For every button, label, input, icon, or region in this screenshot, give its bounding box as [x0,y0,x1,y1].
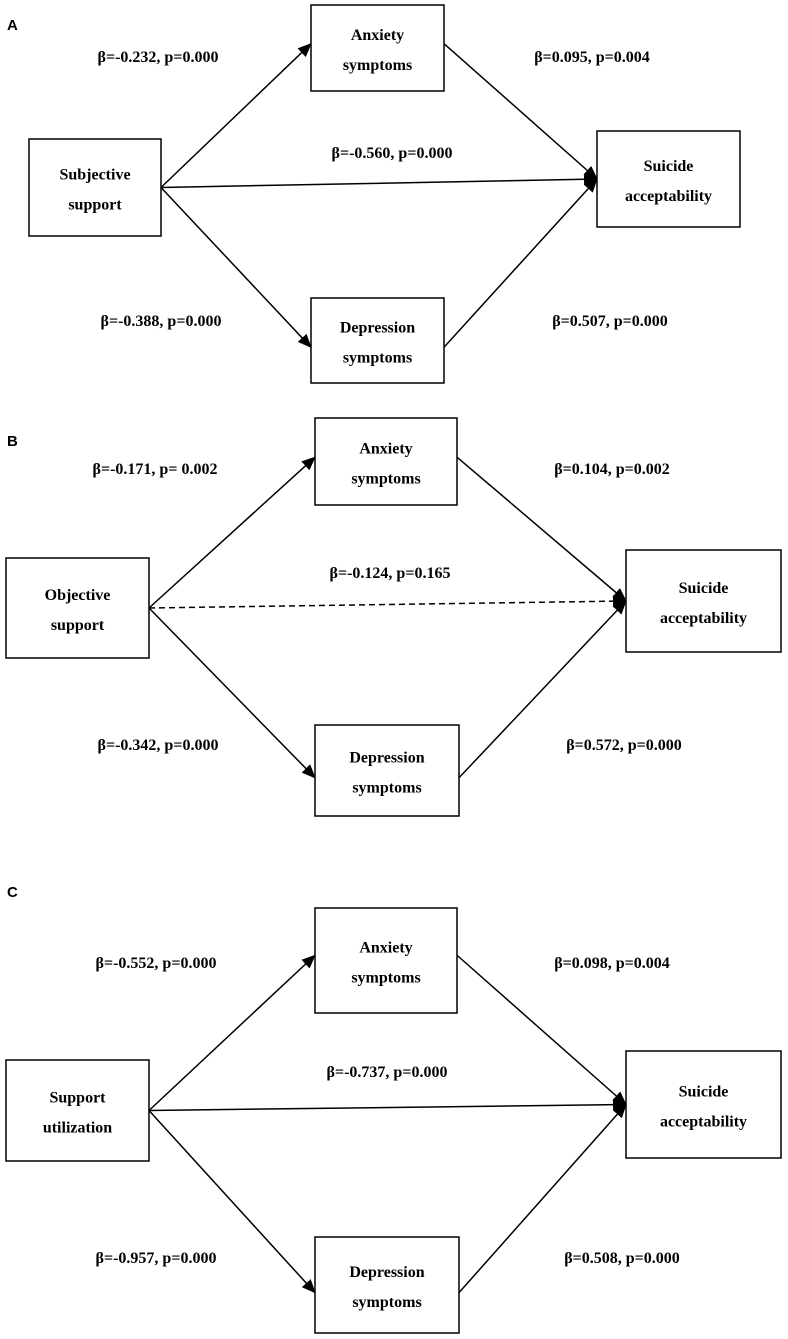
node-depression: Depression symptoms [314,724,460,817]
node-label-line2: symptoms [351,471,420,488]
arrow-predictor-to-outcome [148,595,627,609]
node-label-line1: Suicide [679,580,729,597]
coef-depression-to-outcome: β=0.572, p=0.000 [566,737,682,754]
node-label-line2: symptoms [343,57,412,74]
node-box [310,4,445,92]
node-label-line2: acceptability [660,1114,747,1131]
node-box [625,1050,782,1159]
coef-predictor-to-anxiety: β=-0.552, p=0.000 [96,955,217,972]
node-predictor: Objective support [5,557,150,659]
panel-label: A [7,17,18,34]
arrow-depression-to-outcome [458,600,627,779]
node-label-line1: Anxiety [359,940,412,957]
arrow-predictor-to-depression [148,1109,316,1294]
arrow-predictor-to-depression [160,186,312,349]
node-label-line1: Suicide [679,1084,729,1101]
panel-a: ASubjectivesupportAnxietysymptomsDepress… [7,4,741,384]
node-box [314,417,458,506]
coef-anxiety-to-outcome: β=0.098, p=0.004 [554,955,670,972]
panel-label: B [7,433,18,450]
node-predictor: Subjective support [28,138,162,237]
node-label-line2: acceptability [625,188,712,205]
node-label-line2: symptoms [351,970,420,987]
node-box [596,130,741,228]
node-box [314,724,460,817]
arrow-depression-to-outcome [458,1103,627,1294]
node-box [314,1236,460,1334]
node-box [28,138,162,237]
panel-label: C [7,884,18,901]
arrow-predictor-to-depression [148,607,316,779]
node-outcome: Suicide acceptability [625,1050,782,1159]
coef-anxiety-to-outcome: β=0.095, p=0.004 [534,49,650,66]
node-outcome: Suicide acceptability [625,549,782,653]
node-depression: Depression symptoms [314,1236,460,1334]
node-label-line2: symptoms [352,780,421,797]
coef-predictor-to-outcome: β=-0.124, p=0.165 [330,565,451,582]
node-label-line2: symptoms [343,350,412,367]
node-label-line1: Subjective [59,167,130,184]
node-outcome: Suicide acceptability [596,130,741,228]
coef-depression-to-outcome: β=0.508, p=0.000 [564,1250,680,1267]
arrow-depression-to-outcome [443,178,598,348]
node-box [625,549,782,653]
coef-depression-to-outcome: β=0.507, p=0.000 [552,313,668,330]
node-anxiety: Anxiety symptoms [314,417,458,506]
node-label-line2: symptoms [352,1294,421,1311]
arrow-anxiety-to-outcome [456,456,627,602]
node-anxiety: Anxiety symptoms [310,4,445,92]
coef-predictor-to-depression: β=-0.388, p=0.000 [101,313,222,330]
node-label-line2: acceptability [660,610,747,627]
panel-b: BObjectivesupportAnxietysymptomsDepressi… [5,417,782,817]
node-label-line2: utilization [43,1120,112,1137]
node-label-line1: Objective [45,587,111,604]
node-label-line1: Depression [349,1264,424,1281]
arrow-anxiety-to-outcome [456,954,627,1106]
node-box [5,557,150,659]
node-anxiety: Anxiety symptoms [314,907,458,1014]
node-label-line2: support [68,197,122,214]
coef-anxiety-to-outcome: β=0.104, p=0.002 [554,461,670,478]
arrow-predictor-to-anxiety [148,954,316,1112]
node-label-line2: support [51,617,105,634]
arrow-anxiety-to-outcome [443,43,598,180]
node-box [310,297,445,384]
arrow-predictor-to-outcome [148,1098,627,1112]
node-label-line1: Anxiety [351,27,404,44]
node-label-line1: Anxiety [359,441,412,458]
coef-predictor-to-depression: β=-0.342, p=0.000 [98,737,219,754]
node-predictor: Support utilization [5,1059,150,1162]
coef-predictor-to-anxiety: β=-0.232, p=0.000 [98,49,219,66]
node-label-line1: Suicide [644,158,694,175]
node-depression: Depression symptoms [310,297,445,384]
coef-predictor-to-depression: β=-0.957, p=0.000 [96,1250,217,1267]
arrow-predictor-to-anxiety [148,456,316,609]
coef-predictor-to-outcome: β=-0.737, p=0.000 [327,1064,448,1081]
coef-predictor-to-anxiety: β=-0.171, p= 0.002 [93,461,218,478]
node-label-line1: Support [49,1090,106,1107]
node-box [314,907,458,1014]
arrow-predictor-to-outcome [160,173,598,189]
node-label-line1: Depression [340,320,415,337]
node-label-line1: Depression [349,750,424,767]
coef-predictor-to-outcome: β=-0.560, p=0.000 [332,145,453,162]
node-box [5,1059,150,1162]
arrow-predictor-to-anxiety [160,43,312,189]
panel-c: CSupportutilizationAnxietysymptomsDepres… [5,884,782,1334]
